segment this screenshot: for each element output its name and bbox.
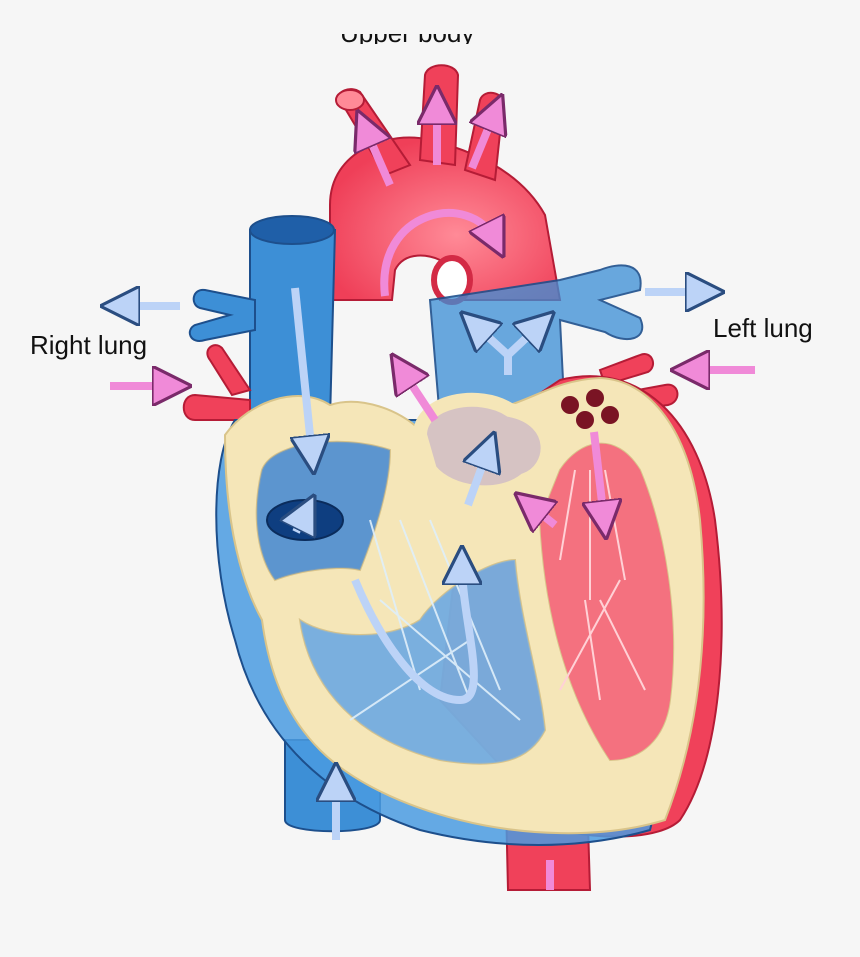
- right-pulmonary-vein: [182, 344, 252, 421]
- light-blue-arrow-icon: [295, 287, 312, 455]
- left-lung-label: Left lung: [713, 313, 813, 343]
- pink-arrow-icon: [468, 112, 495, 170]
- aortic-arch: [329, 64, 562, 305]
- light-blue-arrow-icon: [296, 512, 306, 532]
- pink-arrow-icon: [365, 128, 394, 187]
- light-blue-arrow-icon: [351, 565, 474, 705]
- pink-arrow-icon: [594, 431, 604, 520]
- upper-body-label: Upper body: [340, 18, 475, 44]
- superior-vena-cava: [249, 215, 337, 421]
- light-blue-arrow-icon: [505, 325, 540, 358]
- deoxygenated-flow-arrows: [120, 288, 705, 840]
- right-pulmonary-artery: [188, 288, 256, 342]
- pink-arrow-icon: [402, 370, 439, 423]
- aortic-valve: [412, 392, 555, 500]
- light-blue-arrow-icon: [468, 450, 488, 507]
- pink-arrow-icon: [530, 505, 555, 525]
- right-lung-label: Right lung: [30, 330, 148, 360]
- pulmonary-vein-openings: [561, 389, 619, 429]
- pink-arrow-icon: [380, 209, 495, 297]
- oxygenated-flow-arrows: [110, 105, 755, 890]
